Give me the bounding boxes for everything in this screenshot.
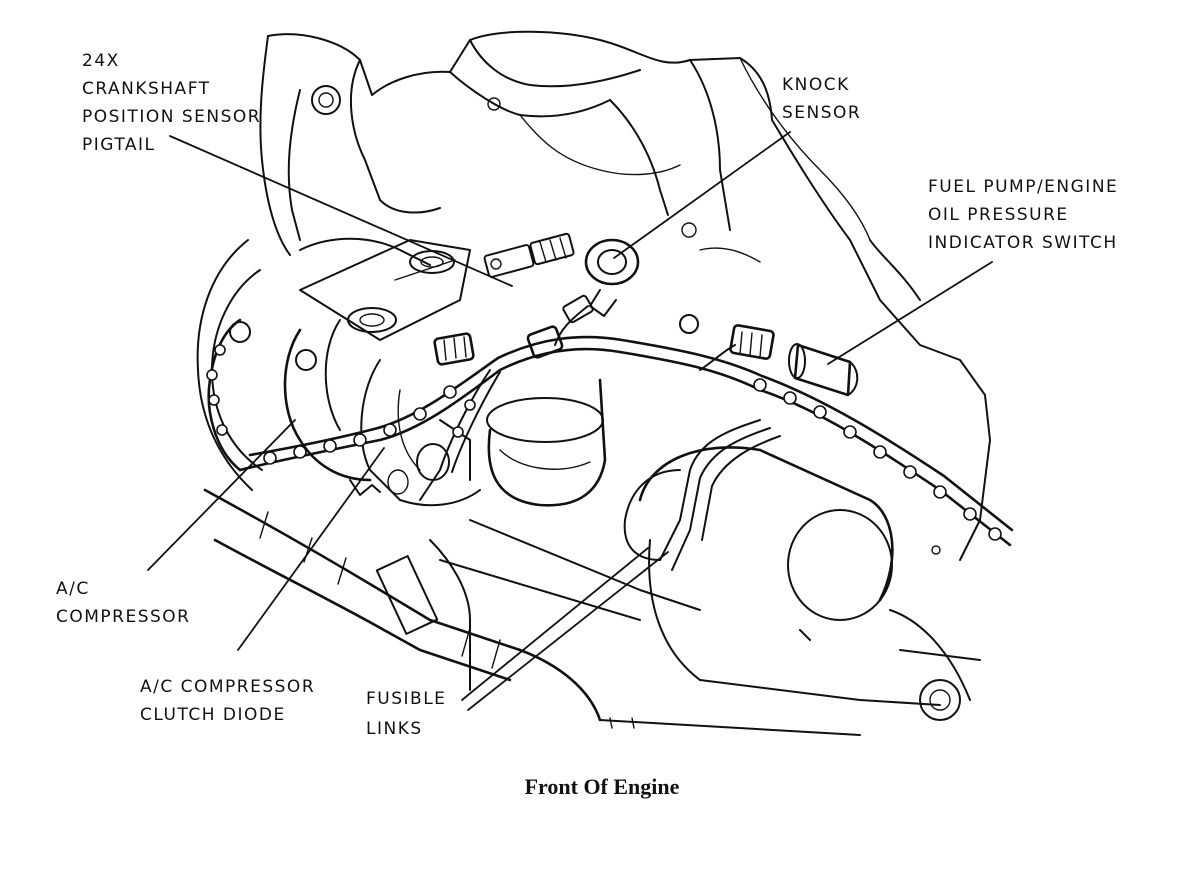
leader-oil-switch: [827, 261, 993, 365]
label-line: FUSIBLE: [366, 689, 446, 709]
label-oil-switch: FUEL PUMP/ENGINE OIL PRESSURE INDICATOR …: [928, 177, 1125, 253]
label-line: LINKS: [366, 719, 423, 739]
leader-knock-sensor: [613, 131, 791, 259]
figure-caption: Front Of Engine: [525, 774, 680, 799]
harness-connectors: [433, 294, 594, 366]
label-line: 24X: [82, 51, 120, 71]
label-line: A/C COMPRESSOR: [140, 677, 315, 697]
leader-fusible-links-1: [461, 547, 649, 701]
leader-crank-sensor: [169, 135, 513, 287]
label-line: FUEL PUMP/ENGINE: [928, 177, 1118, 197]
leader-lines: [147, 131, 993, 711]
engine-block-outline: [196, 30, 991, 736]
label-line: A/C: [56, 579, 90, 599]
label-line: CLUTCH DIODE: [140, 705, 286, 725]
label-line: POSITION SENSOR: [82, 107, 261, 127]
label-clutch-diode: A/C COMPRESSOR CLUTCH DIODE: [140, 677, 322, 725]
label-line: CRANKSHAFT: [82, 79, 211, 99]
label-line: COMPRESSOR: [56, 607, 191, 627]
leader-ac-compressor: [147, 419, 296, 571]
label-knock-sensor: KNOCK SENSOR: [782, 75, 861, 123]
knock-sensor: [554, 238, 640, 346]
leader-fusible-links-2: [467, 551, 669, 711]
label-line: OIL PRESSURE: [928, 205, 1069, 225]
label-ac-compressor: A/C COMPRESSOR: [56, 579, 191, 627]
oil-pressure-switch: [699, 324, 859, 397]
label-line: KNOCK: [782, 75, 850, 95]
wiring-harness: [206, 318, 1014, 571]
label-line: SENSOR: [782, 103, 861, 123]
label-line: PIGTAIL: [82, 135, 156, 155]
crankshaft-sensor-connector: [483, 232, 575, 278]
leader-clutch-diode: [237, 447, 385, 651]
label-fusible-links: FUSIBLE LINKS: [366, 689, 453, 739]
harness-beads: [263, 378, 1002, 541]
label-crank-sensor: 24X CRANKSHAFT POSITION SENSOR PIGTAIL: [82, 51, 268, 155]
label-line: INDICATOR SWITCH: [928, 233, 1118, 253]
